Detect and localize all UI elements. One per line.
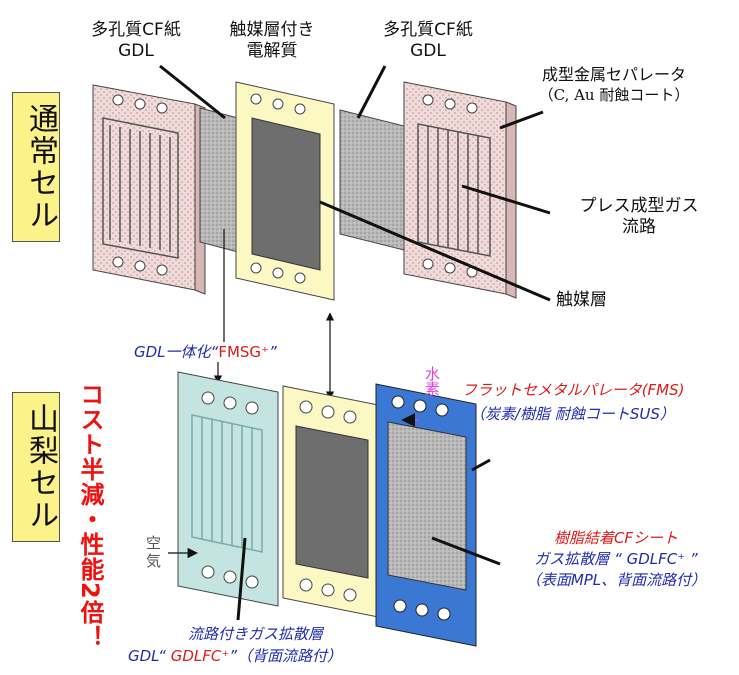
bottom-electrolyte [282, 385, 384, 619]
electrolyte-label: 触媒層付き 電解質 [229, 20, 315, 61]
leader-gdl-right [356, 65, 387, 119]
top-right-gdl [339, 109, 405, 251]
fmsg-label: GDL一体化“FMSG⁺” [134, 343, 277, 361]
leader-channel-gdl [236, 537, 247, 621]
gdl-left-label: 多孔質CF紙 GDL [91, 20, 181, 61]
air-label: 空 気 [146, 534, 162, 570]
leader-press [461, 184, 551, 215]
catalyst-layer-label: 触媒層 [556, 290, 607, 310]
fms-label-line2: （炭素/樹脂 耐蝕コートSUS） [470, 405, 675, 423]
yamanashi-cell-label: 山梨セル [12, 392, 60, 542]
gdl-right-label: 多孔質CF紙 GDL [383, 20, 473, 61]
channel-gdl-label-line2: GDL“ GDLFC⁺”（背面流路付） [128, 647, 343, 665]
separator-label: 成型金属セパレータ （C, Au 耐蝕コート） [538, 65, 690, 104]
leader-catalyst [319, 200, 551, 302]
top-electrolyte [235, 81, 335, 301]
bottom-fms-plate [375, 383, 477, 647]
leader-fms [471, 458, 491, 472]
press-channel-label: プレス成型ガス 流路 [579, 196, 699, 237]
top-right-separator [403, 81, 517, 299]
leader-gdl-left [159, 64, 226, 120]
normal-cell-label: 通常セル [12, 92, 60, 242]
bottom-fmsg-plate [177, 371, 279, 607]
leader-resin-sheet [431, 536, 501, 566]
channel-gdl-label-line1: 流路付きガス拡散層 [188, 625, 324, 643]
cost-performance-slogan: コスト半減・性能2倍！ [76, 382, 104, 650]
fms-label-line1: フラットセメタルパレータ(FMS) [462, 381, 685, 399]
hydrogen-label: 水素 [423, 366, 441, 396]
leader-separator [499, 110, 544, 130]
top-left-separator [92, 84, 206, 295]
resin-sheet-label: 樹脂結着CFシート ガス拡散層 “ GDLFC⁺ ” （表面MPL、背面流路付） [525, 529, 707, 589]
